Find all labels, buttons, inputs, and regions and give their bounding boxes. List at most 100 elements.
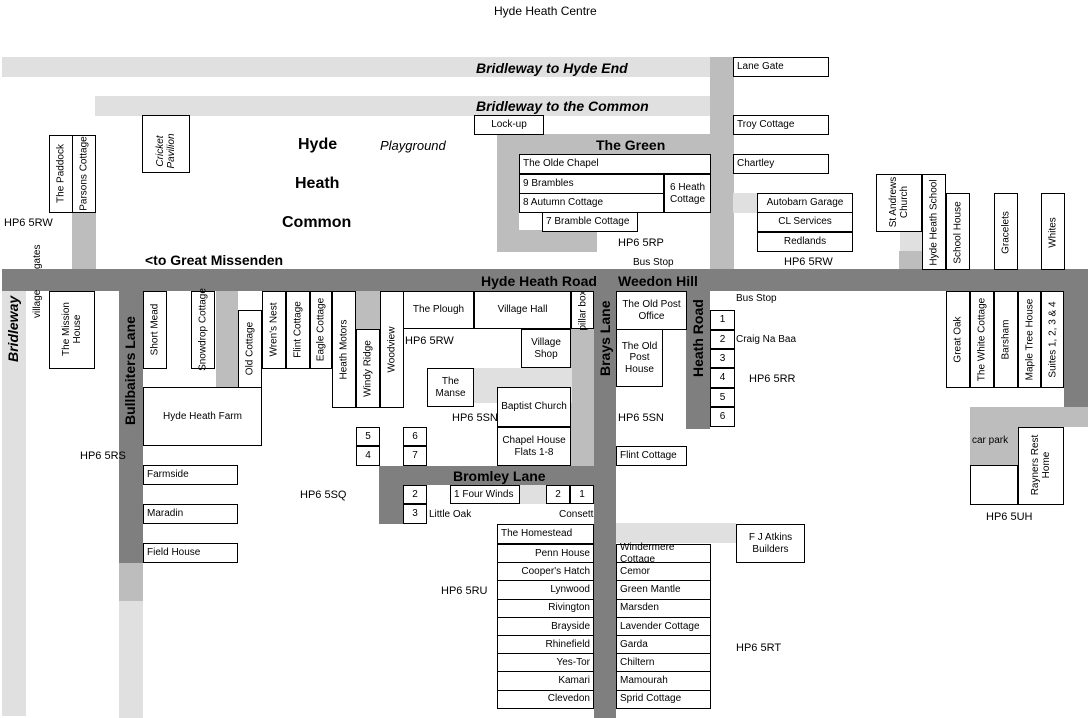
troy-cottage: Troy Cottage	[733, 115, 829, 135]
windy-ridge: Windy Ridge	[356, 329, 380, 408]
postcode-rw-right: HP6 5RW	[784, 256, 833, 268]
house-list-item: Kamari	[497, 671, 594, 691]
lane-gate-road	[710, 57, 734, 269]
east-drive-road	[1064, 291, 1088, 427]
postcode-rw-mid: HP6 5RW	[405, 335, 454, 347]
snowdrop-cottage: Snowdrop Cottage	[191, 288, 215, 371]
postcode-rt: HP6 5RT	[736, 642, 782, 654]
maple-tree-house: Maple Tree House	[1018, 291, 1041, 388]
common-label-common: Common	[282, 214, 352, 231]
field-house: Field House	[143, 543, 238, 563]
the-green-label: The Green	[596, 137, 666, 153]
mission-house: The Mission House	[49, 291, 95, 369]
heath-road-plot-2: 2	[710, 330, 735, 349]
the-manse: The Manse	[427, 368, 474, 407]
postcode-sn-mid: HP6 5SN	[452, 412, 498, 424]
eagle-cottage: Eagle Cottage	[310, 291, 332, 369]
barsham: Barsham	[994, 291, 1018, 388]
white-cottage: The White Cottage	[970, 291, 994, 388]
fj-atkins-lane	[616, 523, 736, 543]
green-road-north	[497, 134, 711, 154]
autumn-cottage: 8 Autumn Cottage	[519, 193, 664, 213]
green-road-west	[497, 134, 519, 252]
heath-road-road	[686, 291, 710, 429]
st-andrews-path	[900, 232, 922, 252]
autobarn-drive	[733, 193, 759, 213]
house-list-item: Rhinefield	[497, 634, 594, 655]
bridleway-common-label: Bridleway to the Common	[476, 98, 649, 114]
bridleway-road	[2, 291, 26, 716]
the-paddock: The Paddock	[49, 135, 73, 213]
whites: Whites	[1041, 193, 1065, 270]
house-list-item: Lynwood	[497, 580, 594, 600]
st-andrews-drive	[899, 251, 923, 270]
house-list-item: Penn House	[497, 544, 594, 564]
the-homestead: The Homestead	[497, 524, 594, 544]
car-park	[970, 427, 1018, 465]
brays-lane-label: Brays Lane	[597, 300, 613, 376]
old-cottage: Old Cottage	[238, 310, 262, 388]
bus-stop-north: Bus Stop	[633, 257, 674, 268]
village-label: village	[32, 289, 43, 318]
school-house: School House	[946, 193, 970, 270]
house-list-item: Sprid Cottage	[616, 689, 711, 709]
heath-road-plot-3: 3	[710, 349, 735, 368]
bridleway-common-road	[95, 96, 711, 116]
house-list-item: Rivington	[497, 598, 594, 618]
bullbaiters-lane-end	[119, 563, 143, 601]
craig-na-baa: Craig Na Baa	[736, 334, 797, 345]
postcode-rr: HP6 5RR	[749, 373, 796, 385]
little-oak: Little Oak	[429, 509, 472, 520]
plot-5: 5	[356, 427, 380, 446]
wrens-nest: Wren's Nest	[262, 291, 286, 369]
old-cottage-drive	[216, 291, 238, 387]
rayners-rest-home: Rayners Rest Home	[1018, 427, 1064, 505]
baptist-church: Baptist Church	[497, 387, 571, 427]
maradin: Maradin	[143, 504, 238, 524]
cl-services: CL Services	[757, 212, 853, 232]
heath-motors: Heath Motors	[332, 291, 356, 408]
hyde-heath-school: Hyde Heath School	[922, 174, 946, 270]
bullbaiters-lane-label: Bullbaiters Lane	[122, 316, 138, 425]
farmside: Farmside	[143, 465, 238, 485]
hyde-heath-road-label: Hyde Heath Road	[481, 273, 597, 289]
chartley: Chartley	[733, 154, 829, 174]
house-list-item: Windermere Cottage	[616, 542, 711, 565]
gates-label: gates	[32, 244, 43, 269]
postcode-rw-left: HP6 5RW	[4, 217, 53, 229]
parsons-cottage: Parsons Cottage	[72, 135, 96, 213]
chapel-house: Chapel House Flats 1-8	[497, 427, 571, 466]
consett-path	[520, 485, 546, 504]
consett: Consett	[559, 509, 594, 520]
postcode-rs: HP6 5RS	[80, 450, 126, 462]
olde-chapel: The Olde Chapel	[519, 154, 711, 174]
hyde-heath-road	[2, 269, 1088, 291]
village-hall: Village Hall	[474, 291, 571, 329]
house-list-item: Brayside	[497, 616, 594, 636]
great-oak: Great Oak	[946, 291, 970, 388]
house-list-item: Mamourah	[616, 671, 711, 691]
hyde-heath-farm: Hyde Heath Farm	[143, 387, 262, 446]
house-list-item: Marsden	[616, 598, 711, 618]
postcode-rp: HP6 5RP	[618, 237, 664, 249]
bromley-lane-spur	[379, 485, 403, 524]
old-post-office: The Old Post Office	[616, 291, 687, 330]
cricket-pavilion: Cricket Pavilion	[142, 115, 190, 173]
suites: Suites 1, 2, 3 & 4	[1041, 291, 1064, 388]
heath-road-label: Heath Road	[690, 299, 706, 377]
plot-2-west: 2	[403, 485, 427, 504]
heath-cottage: 6 Heath Cottage	[664, 174, 711, 213]
gracelets: Gracelets	[994, 193, 1018, 270]
plot-3: 3	[403, 504, 427, 524]
plot-2-east: 2	[546, 485, 570, 504]
bridleway-label: Bridleway	[5, 295, 21, 362]
postcode-sq: HP6 5SQ	[300, 489, 347, 501]
lock-up: Lock-up	[474, 115, 544, 135]
common-label-hyde: Hyde	[298, 136, 338, 153]
fj-atkins-builders: F J Atkins Builders	[736, 524, 805, 563]
map-title: Hyde Heath Centre	[494, 4, 597, 18]
common-label-heath: Heath	[295, 175, 340, 192]
postcode-uh: HP6 5UH	[986, 511, 1033, 523]
flint-cottage: Flint Cottage	[616, 446, 687, 466]
